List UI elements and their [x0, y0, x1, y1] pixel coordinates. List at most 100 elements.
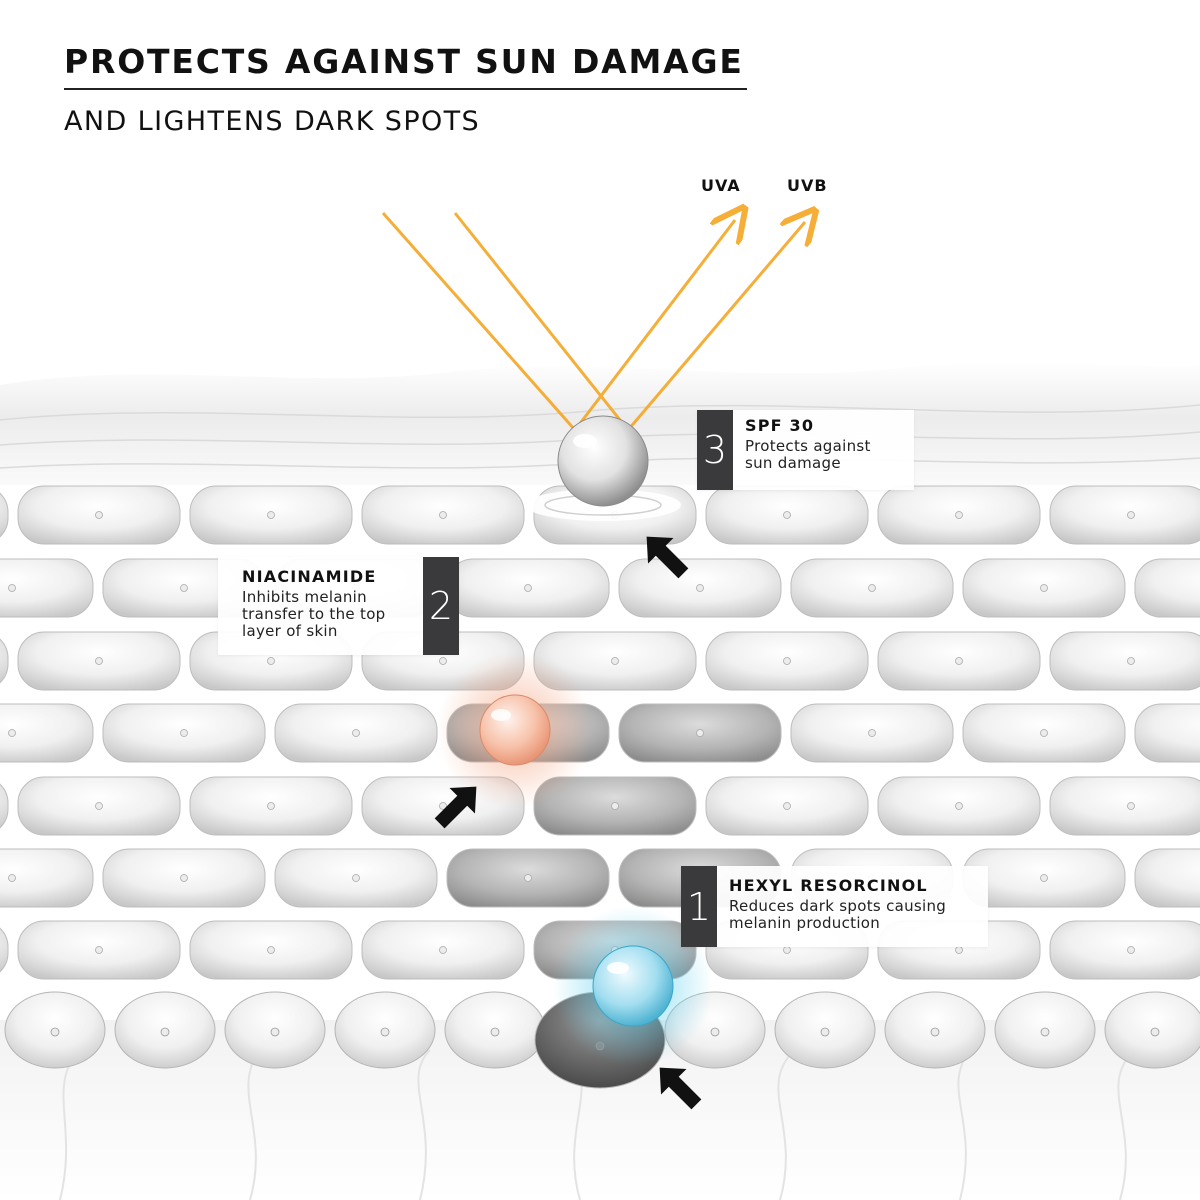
cell-nucleus — [783, 657, 791, 665]
cell-nucleus — [955, 511, 963, 519]
cell-nucleus — [955, 657, 963, 665]
cell-nucleus — [380, 1027, 390, 1037]
cell-nucleus — [696, 584, 704, 592]
skin-cell — [1049, 776, 1200, 836]
skin-cell — [0, 848, 94, 908]
cell-nucleus — [1040, 1027, 1050, 1037]
callout-number: 1 — [681, 866, 717, 947]
cell-nucleus — [1127, 657, 1135, 665]
uvb-label: UVB — [787, 176, 828, 195]
callout-description-line: Protects against — [745, 437, 871, 455]
callout-number: 3 — [697, 410, 733, 490]
cell-nucleus — [439, 511, 447, 519]
cell-nucleus — [50, 1027, 60, 1037]
cell-nucleus — [1127, 802, 1135, 810]
skin-cell — [0, 558, 94, 618]
callout-description-line: sun damage — [745, 454, 841, 472]
cell-nucleus — [611, 657, 619, 665]
callout-description-line: Inhibits melanin — [242, 588, 367, 606]
cell-nucleus — [270, 1027, 280, 1037]
cell-nucleus — [524, 874, 532, 882]
cell-nucleus — [783, 511, 791, 519]
uvb-incoming-ray — [453, 212, 630, 431]
cell-nucleus — [1150, 1027, 1160, 1037]
cell-nucleus — [1040, 874, 1048, 882]
cell-nucleus — [180, 729, 188, 737]
skin-cell — [1049, 485, 1200, 545]
uva-label: UVA — [701, 176, 741, 195]
page-title: PROTECTS AGAINST SUN DAMAGE — [64, 42, 744, 81]
cell-nucleus — [783, 946, 791, 954]
arrows — [434, 536, 702, 1110]
cell-nucleus — [611, 802, 619, 810]
callout-description-line: melanin production — [729, 914, 881, 932]
cell-nucleus — [783, 802, 791, 810]
cell-nucleus — [8, 584, 16, 592]
cell-nucleus — [267, 946, 275, 954]
skin-cell — [0, 783, 9, 829]
skin-cell — [0, 638, 9, 684]
skin-cell — [0, 927, 9, 973]
cell-nucleus — [8, 874, 16, 882]
cell-nucleus — [490, 1027, 500, 1037]
skin-cell — [1134, 848, 1200, 908]
arrow-to-hexyl-resorcinol — [659, 1067, 702, 1110]
skin-cell — [0, 492, 9, 538]
cell-nucleus — [1040, 584, 1048, 592]
callout-description-line: transfer to the top — [242, 605, 386, 623]
page-subtitle: AND LIGHTENS DARK SPOTS — [64, 106, 481, 137]
cell-nucleus — [180, 874, 188, 882]
cell-nucleus — [352, 729, 360, 737]
cell-nucleus — [95, 946, 103, 954]
cell-nucleus — [955, 946, 963, 954]
dermis-fibers — [59, 1039, 1131, 1200]
callout-description-line: layer of skin — [242, 622, 338, 640]
skin-cell — [1049, 920, 1200, 980]
cell-nucleus — [1040, 729, 1048, 737]
cell-nucleus — [95, 802, 103, 810]
callout-description-line: Reduces dark spots causing — [729, 897, 947, 915]
cell-nucleus — [930, 1027, 940, 1037]
cell-nucleus — [439, 802, 447, 810]
callout-title: HEXYL RESORCINOL — [729, 876, 928, 895]
cell-nucleus — [1127, 511, 1135, 519]
cell-nucleus — [868, 584, 876, 592]
cell-nucleus — [160, 1027, 170, 1037]
callout-niacinamide: NIACINAMIDE Inhibits melanin transfer to… — [218, 557, 459, 655]
cell-nucleus — [955, 802, 963, 810]
cell-nucleus — [710, 1027, 720, 1037]
niacinamide-droplet — [437, 652, 593, 808]
cell-nucleus — [439, 657, 447, 665]
skin-cell — [1049, 631, 1200, 691]
cell-nucleus — [439, 946, 447, 954]
cell-nucleus — [352, 874, 360, 882]
skin-cell — [1134, 558, 1200, 618]
cell-nucleus — [267, 511, 275, 519]
callout-number: 2 — [423, 557, 459, 655]
skin-cell — [1134, 703, 1200, 763]
cell-nucleus — [1127, 946, 1135, 954]
uv-rays — [381, 212, 805, 431]
spf-droplet — [525, 415, 681, 521]
cell-nucleus — [696, 729, 704, 737]
cell-nucleus — [267, 657, 275, 665]
cell-nucleus — [820, 1027, 830, 1037]
cell-nucleus — [180, 584, 188, 592]
callout-hexyl-resorcinol: 1 HEXYL RESORCINOL Reduces dark spots ca… — [681, 866, 988, 947]
cell-nucleus — [95, 657, 103, 665]
hexyl-resorcinol-droplet — [553, 906, 713, 1066]
uva-incoming-ray — [381, 212, 577, 431]
epidermis-cells — [0, 485, 1200, 1089]
cell-nucleus — [95, 511, 103, 519]
cell-nucleus — [8, 729, 16, 737]
callout-title: NIACINAMIDE — [242, 567, 377, 586]
callout-title: SPF 30 — [745, 416, 815, 435]
cell-nucleus — [267, 802, 275, 810]
callout-spf: 3 SPF 30 Protects against sun damage — [697, 410, 914, 490]
title-underline — [64, 88, 747, 90]
uva-reflected-ray — [573, 220, 735, 431]
cell-nucleus — [524, 584, 532, 592]
skin-cell — [0, 703, 94, 763]
cell-nucleus — [868, 729, 876, 737]
